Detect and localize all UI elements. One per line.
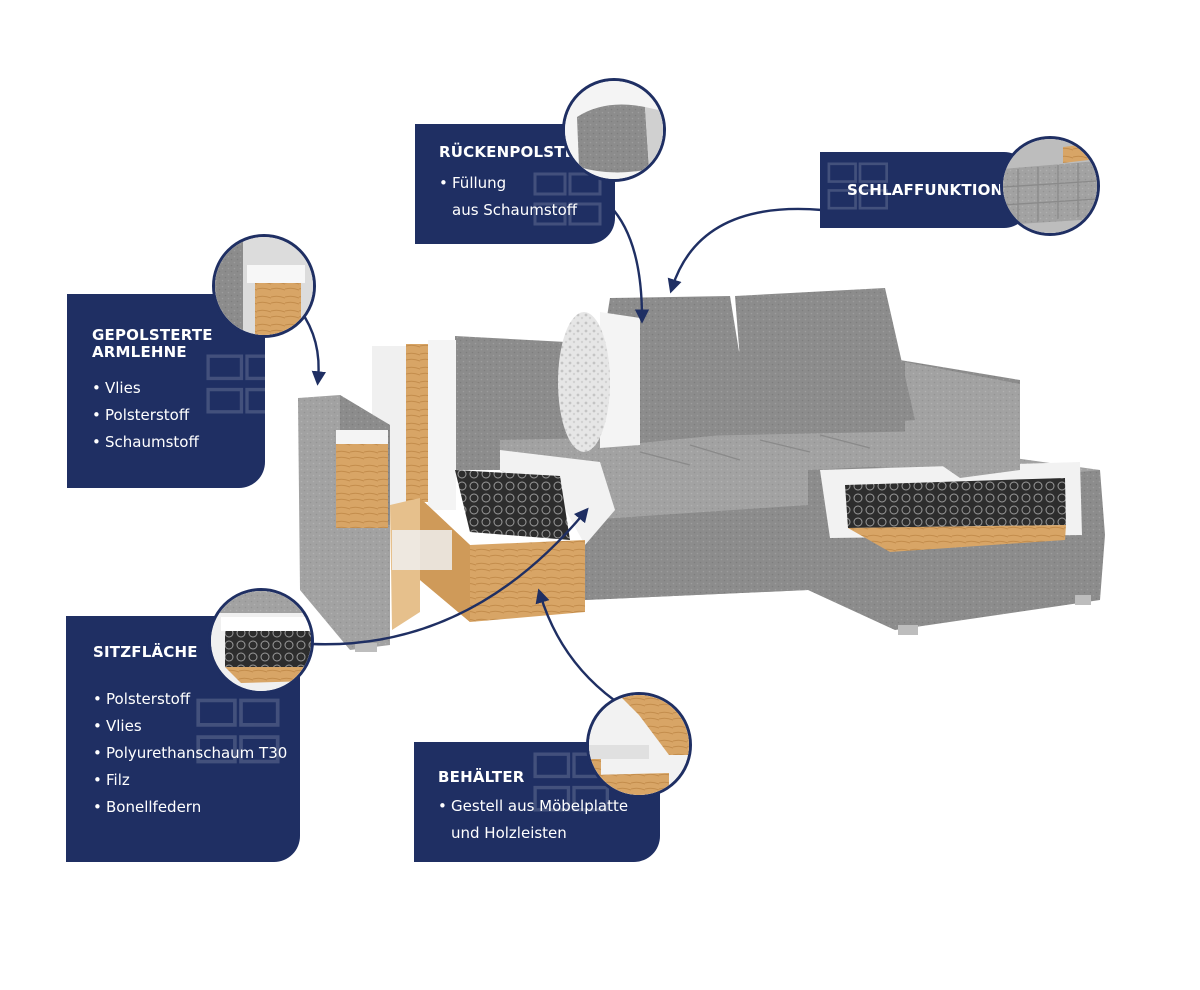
callout-item: aus Schaumstoff <box>452 201 578 219</box>
callout-item: Filz <box>93 767 300 794</box>
callout-title: SITZFLÄCHE <box>93 643 198 661</box>
callout-title-line2: ARMLEHNE <box>92 343 187 361</box>
callout-item: Polsterstoff <box>92 402 265 429</box>
detail-bubble-behaelter <box>586 692 692 798</box>
callout-schlaffunktion: SCHLAFFUNKTION <box>820 152 1030 228</box>
callout-item: Gestell aus Möbelplatte <box>438 793 660 820</box>
logo-watermark <box>827 162 888 210</box>
detail-bubble-schlaffunktion <box>1000 136 1100 236</box>
callout-title-line1: GEPOLSTERTE <box>92 326 213 344</box>
callout-item: Schaumstoff <box>92 429 265 456</box>
callout-item: Polyurethanschaum T30 <box>93 740 300 767</box>
callout-item: Bonellfedern <box>93 794 300 821</box>
callout-item: Vlies <box>93 713 300 740</box>
callout-title: SCHLAFFUNKTION <box>847 181 1004 199</box>
callout-title: BEHÄLTER <box>438 768 525 786</box>
detail-bubble-sitzflaeche <box>208 588 314 694</box>
detail-bubble-rueckenpolster <box>562 78 666 182</box>
callout-item: Vlies <box>92 375 265 402</box>
callout-item: und Holzleisten <box>451 824 567 842</box>
detail-bubble-armlehne <box>212 234 316 338</box>
callout-item: Füllung <box>439 170 615 197</box>
callout-title: RÜCKENPOLSTER <box>439 143 587 161</box>
callout-item: Polsterstoff <box>93 686 300 713</box>
